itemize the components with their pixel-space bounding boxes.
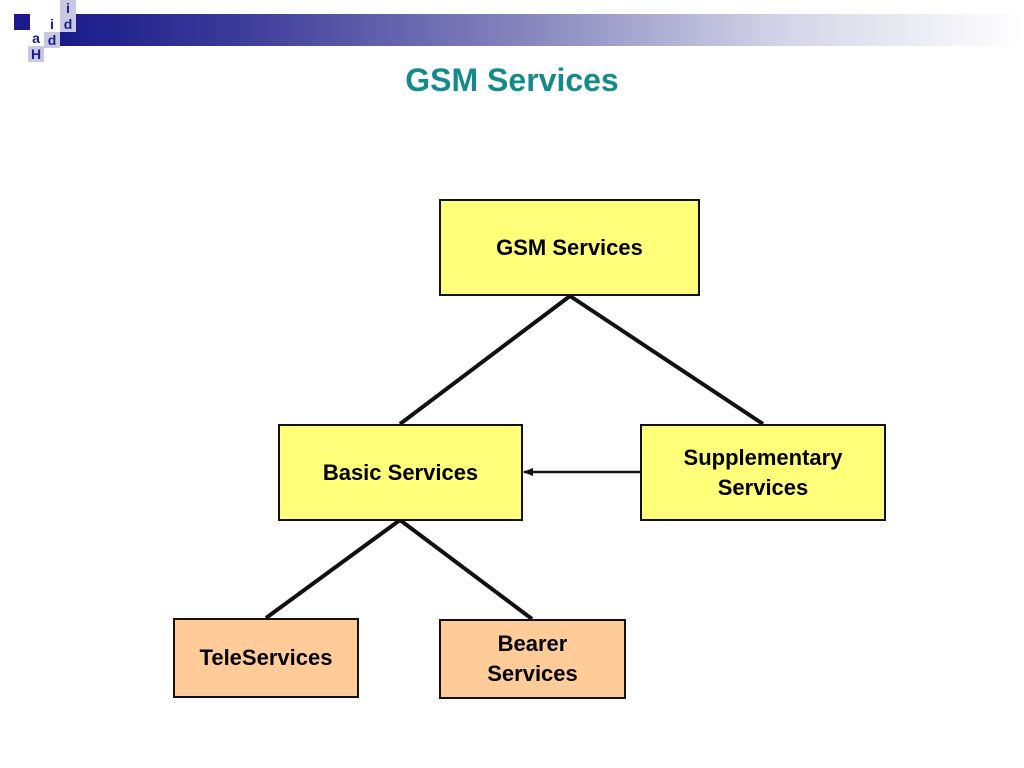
logo-tile-letter: i [60,0,76,16]
node-label: Supplementary Services [683,444,843,500]
edge-basic-to-teleservices [264,518,402,620]
logo-tile-letter: H [28,46,44,62]
node-label: Basic Services [322,459,479,485]
node-gsm-services: GSM Services [439,199,700,296]
logo-tile-letter: i [44,16,60,32]
logo-mosaic: i i d a d H [0,0,80,64]
node-bearer-services: Bearer Services [439,619,626,699]
logo-tile-letter: a [28,30,44,46]
edge-gsm-to-basic [398,294,572,426]
node-label: GSM Services [496,234,643,260]
node-teleservices: TeleServices [173,618,359,698]
node-basic-services: Basic Services [278,424,523,521]
node-supplementary-services: Supplementary Services [640,424,886,521]
logo-tile-dark [14,14,30,30]
node-label: TeleServices [199,645,333,670]
slide-title: GSM Services [405,62,619,98]
logo-tile-letter: d [44,32,60,48]
edge-gsm-to-supplementary [568,294,765,426]
header-gradient-band [60,14,1024,46]
logo-tile-letter: d [60,16,76,32]
node-label: Bearer Services [487,631,578,686]
edge-basic-to-bearer [398,518,534,621]
